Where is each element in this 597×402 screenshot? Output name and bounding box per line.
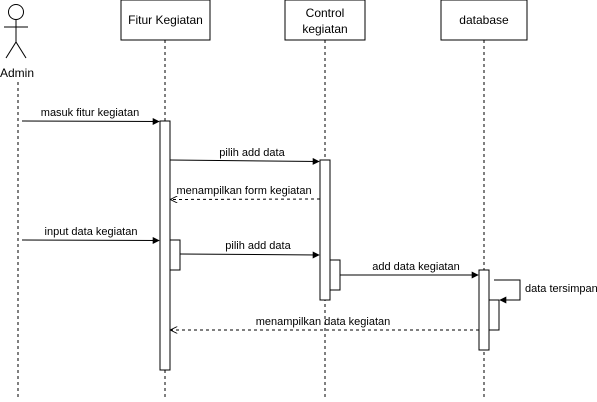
message-add-data-kegiatan-label: add data kegiatan (372, 261, 459, 273)
participant-control-kegiatan-label-line1: Control (306, 6, 345, 20)
message-data-tersimpan-label: data tersimpan (525, 283, 597, 295)
message-input-data-label: input data kegiatan (45, 226, 138, 238)
message-input-data: input data kegiatan (21, 226, 160, 244)
activation-database (478, 269, 490, 351)
message-menampilkan-form: menampilkan form kegiatan (171, 185, 321, 200)
message-pilih-add-data-2: pilih add data (179, 240, 320, 259)
participant-fitur-kegiatan-label: Fitur Kegiatan (128, 13, 203, 27)
actor-leg-right (15, 41, 27, 59)
message-pilih-add-data-2-label: pilih add data (225, 240, 291, 252)
participant-database-label: database (459, 13, 509, 27)
message-menampilkan-data: menampilkan data kegiatan (171, 316, 479, 330)
message-pilih-add-data-1: pilih add data (169, 147, 320, 165)
participant-control-kegiatan-label-line2: kegiatan (302, 22, 347, 36)
activation-fitur-kegiatan (159, 120, 171, 371)
message-menampilkan-form-label: menampilkan form kegiatan (176, 185, 311, 197)
activation-control-kegiatan-nested (329, 259, 341, 291)
actor-leg-left (5, 41, 17, 59)
activation-fitur-kegiatan-nested (169, 239, 181, 271)
message-pilih-add-data-1-label: pilih add data (219, 147, 285, 159)
actor-label: Admin (0, 66, 34, 80)
message-masuk-fitur: masuk fitur kegiatan (21, 107, 160, 125)
participant-control-kegiatan: Control kegiatan (284, 0, 366, 41)
message-menampilkan-data-label: menampilkan data kegiatan (256, 316, 391, 328)
message-data-tersimpan: data tersimpan (494, 279, 597, 304)
activation-database-nested (488, 299, 500, 331)
message-masuk-fitur-label: masuk fitur kegiatan (41, 107, 139, 119)
message-add-data-kegiatan: add data kegiatan (340, 261, 479, 279)
actor-admin: Admin (0, 4, 34, 80)
participant-database: database (440, 0, 528, 41)
participant-fitur-kegiatan: Fitur Kegiatan (120, 0, 211, 41)
activation-control-kegiatan (319, 159, 331, 301)
actor-head (8, 4, 24, 20)
